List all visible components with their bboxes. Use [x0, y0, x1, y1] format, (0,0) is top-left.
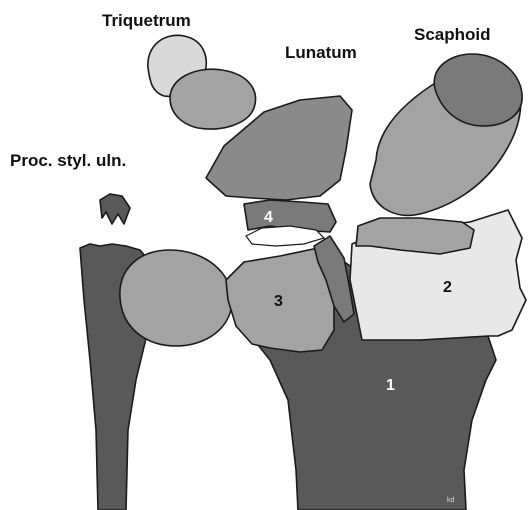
fragment-number-4: 4 — [264, 209, 273, 226]
label-triquetrum: Triquetrum — [102, 11, 191, 30]
fragment-number-2: 2 — [443, 279, 452, 296]
fragment-number-1: 1 — [386, 377, 395, 394]
triquetrum-lower — [170, 69, 256, 129]
label-proc-styl-uln: Proc. styl. uln. — [10, 151, 126, 170]
ulnar-styloid-fragment — [100, 194, 130, 224]
ulna-head — [120, 250, 232, 346]
signature: kd — [447, 497, 455, 504]
label-lunatum: Lunatum — [285, 43, 357, 62]
fragment-number-3: 3 — [274, 293, 283, 310]
label-scaphoid: Scaphoid — [414, 25, 491, 44]
